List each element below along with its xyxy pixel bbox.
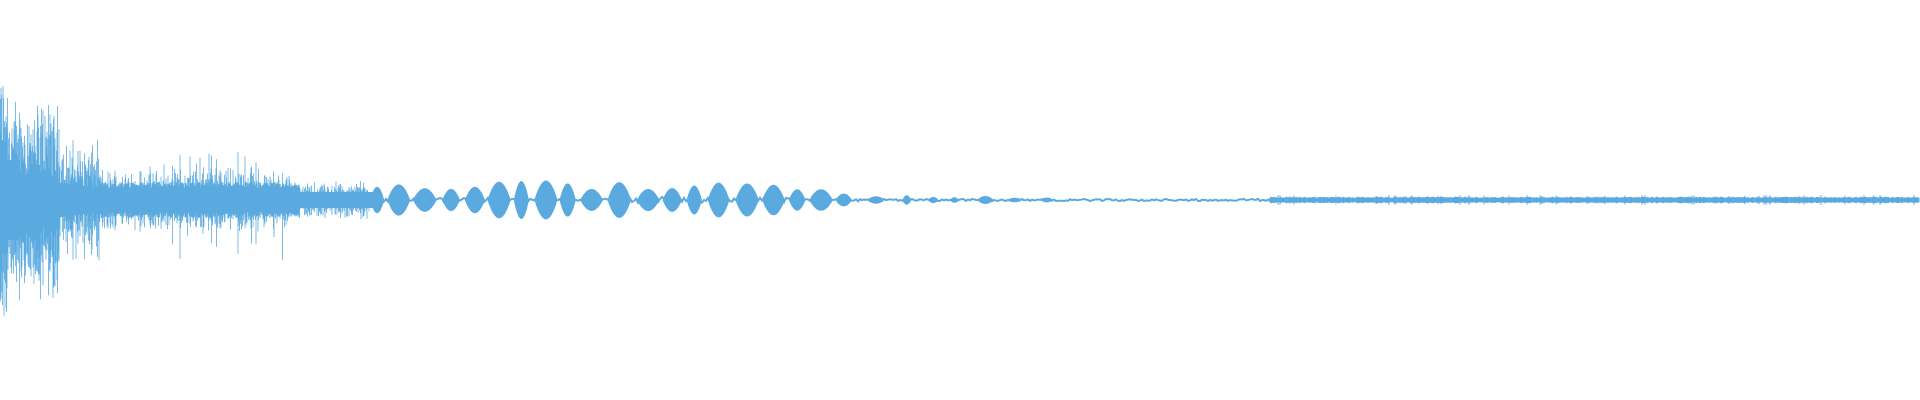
waveform-core-band [0,160,380,240]
waveform-trace [0,85,1920,316]
waveform-tail [1269,195,1920,205]
waveform-mid-line [369,194,1281,206]
